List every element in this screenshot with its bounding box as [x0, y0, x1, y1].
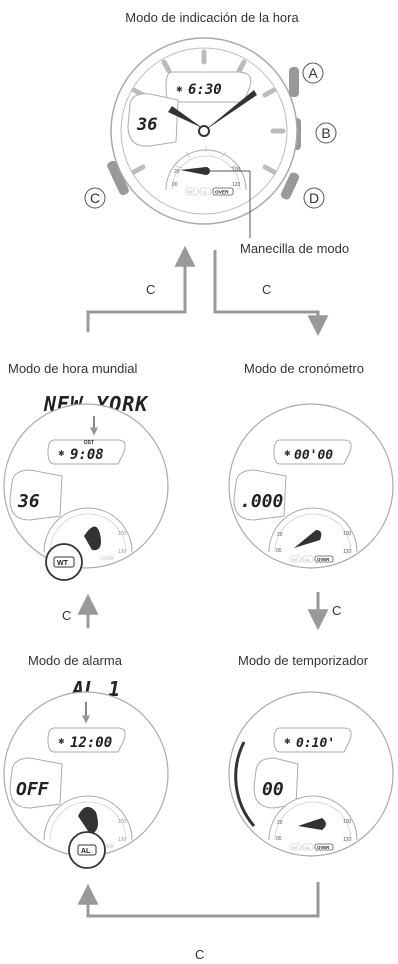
- timer-progress-arc: [234, 741, 256, 827]
- button-d-label: D: [309, 190, 319, 206]
- svg-text:100: 100: [118, 819, 127, 825]
- button-b-label: B: [321, 125, 330, 141]
- svg-text:00: 00: [276, 548, 282, 554]
- mode-hand: [180, 167, 206, 175]
- world-time-watch: ✱ DST 9:08 36 100 120 OVER WT: [3, 403, 169, 581]
- alarm-watch: ✱ 12:00 OFF 100 120 OVER AL: [3, 691, 169, 869]
- flow-arrows: [77, 245, 329, 918]
- svg-text:✱: ✱: [58, 737, 65, 746]
- stopwatch-left-display: .000: [240, 491, 284, 512]
- svg-text:✱: ✱: [284, 737, 291, 746]
- main-top-display: 6:30: [188, 82, 222, 98]
- title-stopwatch-mode: Modo de cronómetro: [244, 361, 364, 376]
- al-indicator: AL: [81, 848, 91, 855]
- svg-text:100: 100: [118, 531, 127, 537]
- svg-text:20: 20: [277, 820, 283, 826]
- svg-text:✱: ✱: [58, 449, 65, 458]
- svg-text:AL: AL: [202, 190, 208, 195]
- stopwatch-top-display: 00'00: [294, 448, 333, 463]
- title-timekeeping-mode: Modo de indicación de la hora: [125, 10, 299, 25]
- arrow-world-to-main: [86, 245, 196, 332]
- arrow-label-c-3: C: [332, 603, 341, 618]
- button-a-label: A: [308, 65, 318, 81]
- timer-watch: ✱ 0:10' 00 20 00 100 120 WT AL OVER: [228, 691, 394, 857]
- wt-indicator: WT: [57, 560, 69, 567]
- arrow-timer-to-alarm: [77, 882, 320, 918]
- svg-text:100: 100: [343, 531, 352, 537]
- svg-text:OVER: OVER: [100, 844, 115, 850]
- svg-text:OVER: OVER: [100, 556, 115, 562]
- hour-hand: [168, 106, 208, 132]
- button-a-shape[interactable]: [289, 67, 299, 97]
- stopwatch-watch: ✱ 00'00 .000 20 00 100 120 WT AL OVER: [228, 403, 394, 569]
- alarm-top-display: 12:00: [70, 735, 112, 751]
- arrow-label-c-4: C: [62, 608, 71, 623]
- svg-text:00: 00: [172, 182, 178, 188]
- svg-text:AL: AL: [305, 845, 311, 850]
- svg-text:100: 100: [343, 819, 352, 825]
- arrow-main-to-stopwatch: [213, 250, 329, 337]
- svg-text:120: 120: [343, 837, 352, 843]
- alarm-left-display: OFF: [16, 779, 50, 800]
- arrow-label-c-2: C: [262, 282, 271, 297]
- world-top-display: 9:08: [70, 447, 104, 463]
- svg-text:✱: ✱: [284, 449, 291, 458]
- title-world-time-mode: Modo de hora mundial: [8, 361, 138, 376]
- svg-text:120: 120: [343, 549, 352, 555]
- svg-text:20: 20: [277, 532, 283, 538]
- svg-text:120: 120: [118, 549, 127, 555]
- timer-left-display: 00: [262, 779, 284, 800]
- arrow-label-c-1: C: [146, 282, 155, 297]
- main-subdial: 20 00 100 120 WT AL OVER: [165, 146, 247, 196]
- svg-text:00: 00: [276, 836, 282, 842]
- svg-text:100: 100: [232, 167, 241, 173]
- alarm-mode-hand: [78, 806, 98, 834]
- svg-text:OVER: OVER: [215, 190, 229, 196]
- svg-text:WT: WT: [292, 845, 299, 850]
- button-c-shape[interactable]: [106, 160, 130, 197]
- title-alarm-mode: Modo de alarma: [28, 653, 122, 668]
- svg-text:OVER: OVER: [317, 845, 330, 850]
- svg-text:OVER: OVER: [317, 557, 330, 562]
- svg-text:20: 20: [174, 169, 180, 175]
- main-watch: ✱ 6:30 36 20 00 100 120: [84, 37, 337, 238]
- mode-hand-callout: Manecilla de modo: [240, 241, 350, 256]
- main-left-display: 36: [136, 115, 157, 135]
- world-mode-hand: [84, 526, 101, 551]
- arrow-label-c-5: C: [195, 947, 204, 962]
- button-d-shape[interactable]: [280, 171, 301, 201]
- minute-hand: [204, 90, 257, 131]
- world-left-display: 36: [17, 491, 40, 512]
- svg-text:AL: AL: [305, 557, 311, 562]
- timer-top-display: 0:10': [296, 736, 335, 751]
- svg-text:120: 120: [118, 837, 127, 843]
- button-c-label: C: [90, 190, 100, 206]
- svg-text:120: 120: [232, 182, 241, 188]
- svg-text:WT: WT: [292, 557, 299, 562]
- svg-text:WT: WT: [188, 190, 195, 195]
- title-timer-mode: Modo de temporizador: [238, 653, 369, 668]
- dst-indicator: DST: [84, 440, 94, 446]
- bluetooth-icon: ✱: [176, 85, 183, 94]
